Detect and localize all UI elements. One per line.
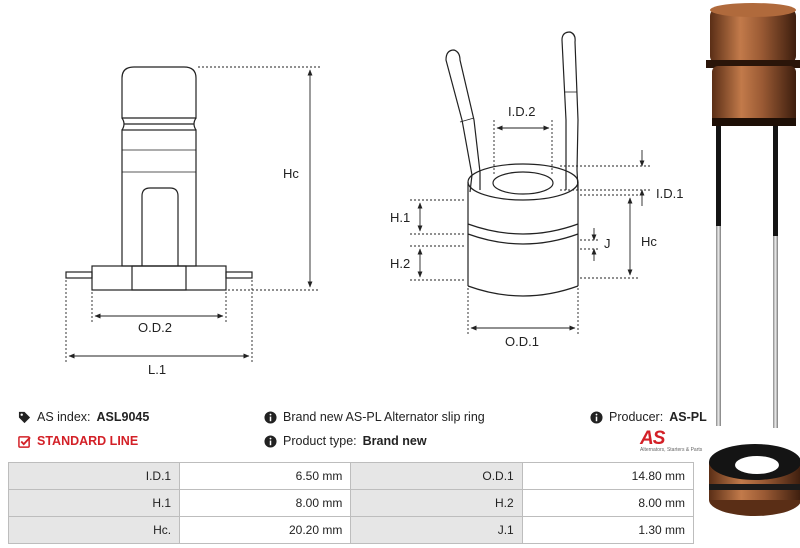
h1-label: H.1 bbox=[390, 210, 410, 225]
spec-value: 1.30 mm bbox=[521, 516, 695, 544]
spec-value: 8.00 mm bbox=[521, 489, 695, 517]
spec-label: H.1 bbox=[7, 489, 181, 517]
producer-row: Producer: AS-PL bbox=[590, 410, 707, 424]
id1-label: I.D.1 bbox=[656, 186, 683, 201]
spec-value: 6.50 mm bbox=[179, 462, 352, 490]
standard-line-row: STANDARD LINE bbox=[18, 434, 138, 448]
product-type-label: Product type: bbox=[283, 434, 357, 448]
producer-label: Producer: bbox=[609, 410, 664, 424]
as-pl-logo: AS Alternators, Starters & Parts bbox=[640, 428, 703, 456]
standard-line-label: STANDARD LINE bbox=[37, 434, 139, 448]
specifications-table: I.D.1 6.50 mm O.D.1 14.80 mm H.1 8.00 mm… bbox=[7, 462, 695, 544]
logo-mark: AS bbox=[640, 428, 665, 449]
spec-value: 20.20 mm bbox=[179, 516, 352, 544]
spec-value: 14.80 mm bbox=[521, 462, 695, 490]
producer-value: AS-PL bbox=[669, 410, 707, 424]
logo-tagline: Alternators, Starters & Parts bbox=[640, 447, 703, 453]
hc-label-perspective: Hc bbox=[641, 234, 657, 249]
as-index-value: ASL9045 bbox=[96, 410, 150, 424]
h2-label: H.2 bbox=[390, 256, 410, 271]
as-index-row: AS index: ASL9045 bbox=[18, 410, 149, 424]
info-icon bbox=[590, 410, 603, 424]
table-row: H.1 8.00 mm H.2 8.00 mm bbox=[7, 489, 695, 517]
spec-label: O.D.1 bbox=[350, 462, 523, 490]
perspective-view-drawing bbox=[445, 31, 579, 297]
table-row: Hc. 20.20 mm J.1 1.30 mm bbox=[7, 516, 695, 544]
spec-label: H.2 bbox=[350, 489, 523, 517]
info-icon bbox=[264, 410, 277, 424]
side-view-dimensions bbox=[65, 66, 320, 362]
description-row: Brand new AS-PL Alternator slip ring bbox=[264, 410, 485, 424]
spec-value: 8.00 mm bbox=[179, 489, 352, 517]
od2-label: O.D.2 bbox=[138, 320, 172, 335]
spec-label: Hc. bbox=[7, 516, 181, 544]
checkbox-checked-icon bbox=[18, 435, 31, 448]
as-index-label: AS index: bbox=[37, 410, 91, 424]
product-description: Brand new AS-PL Alternator slip ring bbox=[283, 410, 485, 424]
perspective-view-dimensions bbox=[410, 120, 652, 334]
info-icon bbox=[264, 434, 277, 448]
j-label: J bbox=[604, 236, 611, 251]
od1-label: O.D.1 bbox=[505, 334, 539, 349]
tag-icon bbox=[18, 411, 31, 423]
table-row: I.D.1 6.50 mm O.D.1 14.80 mm bbox=[7, 462, 695, 490]
product-type-value: Brand new bbox=[362, 434, 427, 448]
spec-label: I.D.1 bbox=[7, 462, 181, 490]
spec-label: J.1 bbox=[350, 516, 523, 544]
product-type-row: Product type: Brand new bbox=[264, 434, 427, 448]
product-photo bbox=[706, 3, 800, 516]
id2-label: I.D.2 bbox=[508, 104, 535, 119]
hc-label-side: Hc bbox=[283, 166, 299, 181]
l1-label: L.1 bbox=[148, 362, 166, 377]
side-view-drawing bbox=[65, 66, 253, 291]
